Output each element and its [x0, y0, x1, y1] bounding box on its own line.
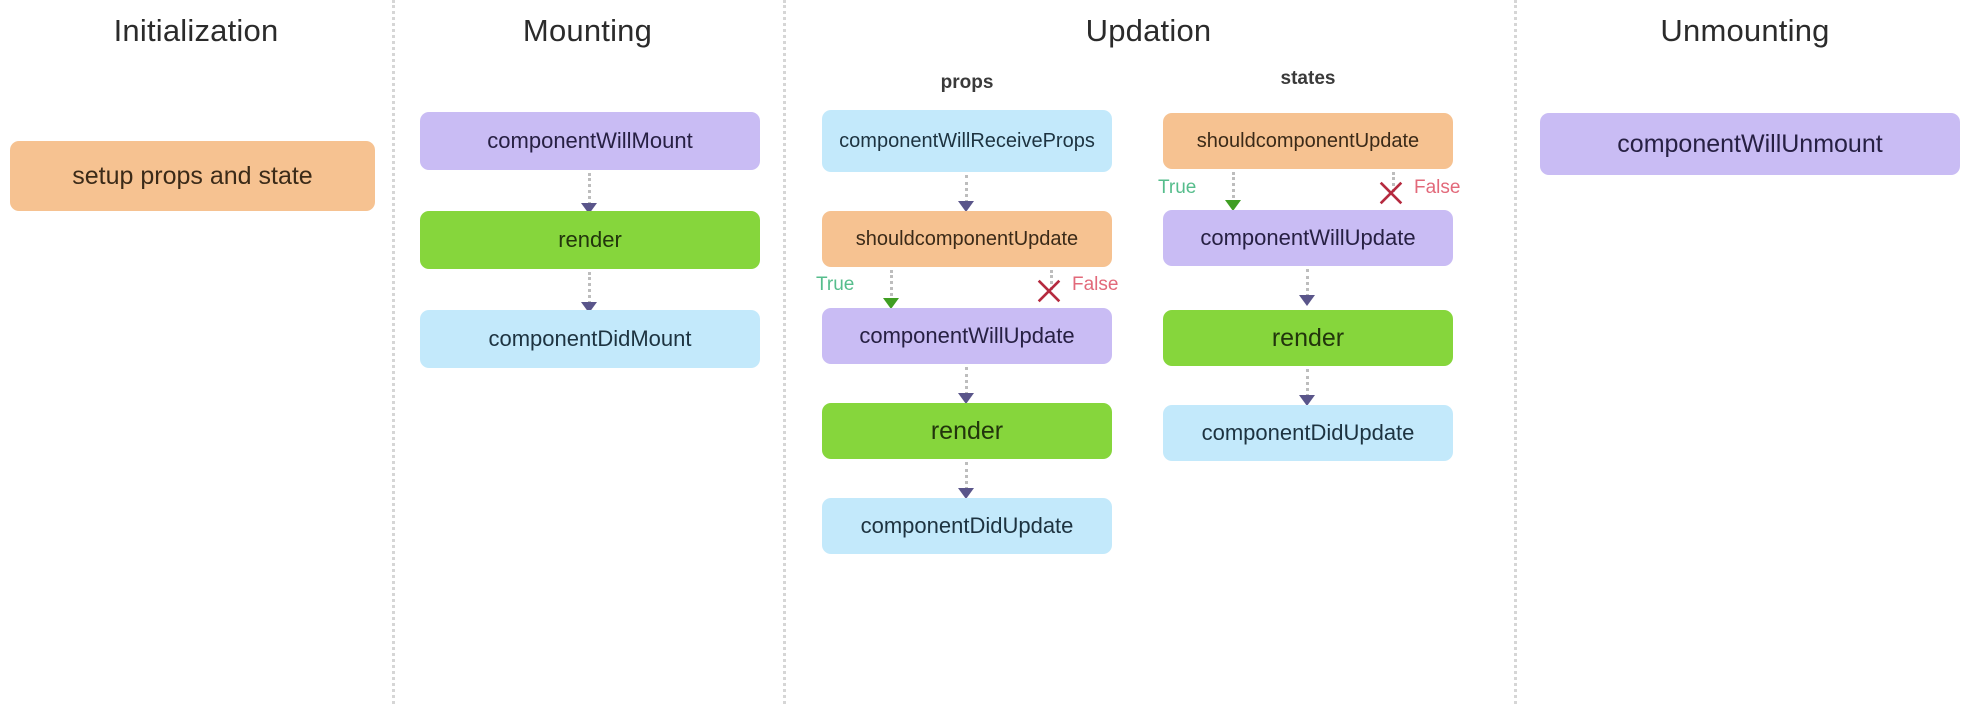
arrowhead-mounting-2 — [581, 302, 597, 313]
node-component-will-unmount[interactable]: componentWillUnmount — [1540, 113, 1960, 175]
branch-label-props-false: False — [1072, 274, 1119, 295]
node-props-component-did-update[interactable]: componentDidUpdate — [822, 498, 1112, 554]
arrowhead-states-true — [1225, 200, 1241, 211]
connector-states-2 — [1306, 369, 1309, 397]
red-x-icon-props — [1034, 276, 1064, 306]
branch-label-states-false: False — [1414, 177, 1461, 198]
column-divider-3 — [1514, 0, 1517, 704]
column-title-unmounting: Unmounting — [1660, 13, 1830, 48]
node-props-render[interactable]: render — [822, 403, 1112, 459]
node-component-will-mount[interactable]: componentWillMount — [420, 112, 760, 170]
connector-states-false — [1392, 172, 1395, 192]
arrowhead-props-true — [883, 298, 899, 309]
connector-mounting-1 — [588, 173, 591, 205]
node-states-render[interactable]: render — [1163, 310, 1453, 366]
node-props-component-will-update[interactable]: componentWillUpdate — [822, 308, 1112, 364]
column-title-initialization: Initialization — [113, 13, 279, 48]
branch-label-states-true: True — [1158, 177, 1197, 198]
connector-props-2 — [965, 367, 968, 395]
connector-props-1 — [965, 175, 968, 203]
node-states-should-component-update[interactable]: shouldcomponentUpdate — [1163, 113, 1453, 169]
arrowhead-mounting-1 — [581, 203, 597, 214]
connector-props-3 — [965, 462, 968, 490]
column-divider-2 — [783, 0, 786, 704]
connector-mounting-2 — [588, 272, 591, 304]
red-x-icon-states — [1376, 178, 1406, 208]
arrowhead-props-1 — [958, 201, 974, 212]
subcolumn-title-states: states — [1280, 68, 1336, 89]
arrowhead-props-2 — [958, 393, 974, 404]
connector-states-true — [1232, 172, 1235, 204]
node-props-should-component-update[interactable]: shouldcomponentUpdate — [822, 211, 1112, 267]
node-component-did-mount[interactable]: componentDidMount — [420, 310, 760, 368]
subcolumn-title-props: props — [940, 72, 994, 93]
arrowhead-states-1 — [1299, 295, 1315, 306]
connector-props-true — [890, 270, 893, 302]
node-states-component-will-update[interactable]: componentWillUpdate — [1163, 210, 1453, 266]
connector-states-1 — [1306, 269, 1309, 297]
column-title-updation: Updation — [1085, 13, 1212, 48]
column-divider-1 — [392, 0, 395, 704]
arrowhead-props-3 — [958, 488, 974, 499]
connector-props-false — [1050, 270, 1053, 290]
arrowhead-states-2 — [1299, 395, 1315, 406]
node-setup-props-and-state[interactable]: setup props and state — [10, 141, 375, 211]
node-states-component-did-update[interactable]: componentDidUpdate — [1163, 405, 1453, 461]
node-mounting-render[interactable]: render — [420, 211, 760, 269]
node-component-will-receive-props[interactable]: componentWillReceiveProps — [822, 110, 1112, 172]
branch-label-props-true: True — [816, 274, 855, 295]
column-title-mounting: Mounting — [522, 13, 653, 48]
